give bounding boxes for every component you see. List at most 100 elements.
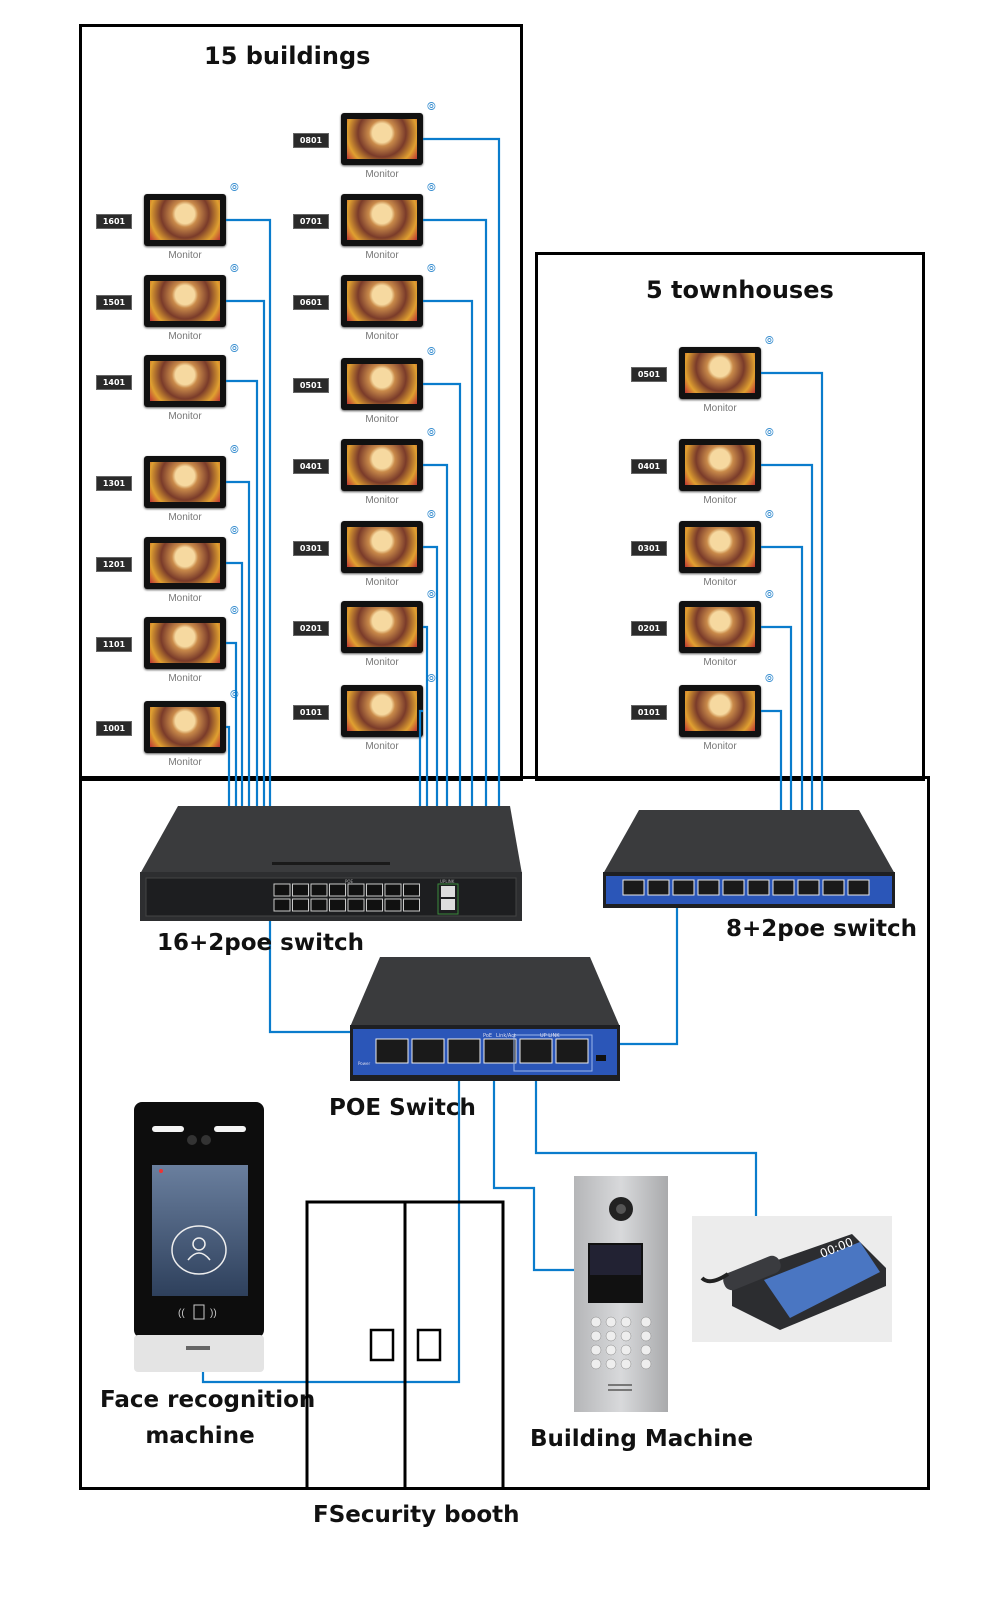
unit-number-badge: 0801: [293, 133, 329, 148]
townhouses-title: 5 townhouses: [646, 276, 834, 304]
uplink-marking: UPLINK: [440, 879, 455, 884]
cable-switch16-poe: [268, 920, 352, 1034]
monitor-caption: Monitor: [168, 331, 202, 342]
cable-0101: [418, 709, 423, 806]
monitor-screen: [150, 462, 220, 502]
poe-marking: POE: [345, 879, 354, 884]
unit-number-badge: 0201: [631, 621, 667, 636]
wifi-icon: ⦾: [427, 589, 436, 601]
cable-town-0501: [761, 371, 824, 812]
ethernet-port: [329, 898, 346, 912]
keypad-button: [605, 1358, 617, 1370]
cable-1101: [226, 641, 238, 806]
monitor-caption: Monitor: [168, 757, 202, 768]
unit-number-badge: 1201: [96, 557, 132, 572]
monitor-screen: [150, 707, 220, 747]
monitor-caption: Monitor: [168, 593, 202, 604]
door-handle-right: [416, 1328, 442, 1362]
townhouses-frame: [535, 252, 925, 781]
wifi-icon: ⦾: [765, 589, 774, 601]
monitor-caption: Monitor: [168, 411, 202, 422]
monitor-caption: Monitor: [365, 657, 399, 668]
monitor-screen: [685, 445, 755, 485]
indoor-monitor: [679, 439, 761, 491]
indoor-monitor: [341, 601, 423, 653]
unit-number-badge: 0701: [293, 214, 329, 229]
switch-16-port: POE UPLINK: [140, 806, 522, 921]
ethernet-port: [722, 879, 745, 896]
unit-number-badge: 1301: [96, 476, 132, 491]
ethernet-port: [384, 883, 402, 897]
wifi-icon: ⦾: [230, 689, 239, 701]
monitor-screen: [685, 527, 755, 567]
security-booth-label: FSecurity booth: [313, 1502, 520, 1528]
building-machine-label: Building Machine: [530, 1426, 754, 1452]
monitor-caption: Monitor: [365, 250, 399, 261]
indoor-monitor: [144, 355, 226, 407]
ethernet-port: [347, 883, 365, 897]
wifi-icon: ⦾: [427, 263, 436, 275]
monitor-screen: [347, 445, 417, 485]
monitor-screen: [150, 361, 220, 401]
svg-text:((: ((: [178, 1308, 185, 1319]
management-desk-station: 00:00: [692, 1216, 892, 1342]
keypad-button: [620, 1330, 632, 1342]
monitor-unit: 1601⦾Monitor: [96, 182, 239, 274]
wifi-icon: ⦾: [765, 335, 774, 347]
svg-text:UP LINK: UP LINK: [540, 1033, 560, 1039]
face-recognition-label-line2: machine: [145, 1423, 255, 1449]
monitor-unit: 1301⦾Monitor: [96, 444, 239, 536]
monitor-caption: Monitor: [168, 250, 202, 261]
ethernet-port: [403, 898, 420, 912]
monitor-unit: 0201⦾Monitor: [293, 589, 436, 681]
svg-text:)): )): [210, 1308, 217, 1319]
indoor-monitor: [341, 439, 423, 491]
monitor-caption: Monitor: [365, 169, 399, 180]
ethernet-port: [375, 1038, 409, 1064]
monitor-screen: [347, 281, 417, 321]
cable-1501: [226, 299, 266, 806]
monitor-caption: Monitor: [365, 741, 399, 752]
monitor-unit: 0301⦾Monitor: [631, 509, 774, 601]
monitor-unit: 0501⦾Monitor: [631, 335, 774, 427]
wifi-icon: ⦾: [427, 427, 436, 439]
ethernet-port: [672, 879, 695, 896]
keypad-button: [590, 1330, 602, 1342]
cable-desk-station: [534, 1064, 758, 1246]
keypad-button: [640, 1344, 652, 1356]
monitor-screen: [150, 623, 220, 663]
monitor-caption: Monitor: [703, 741, 737, 752]
keypad-button: [620, 1358, 632, 1370]
monitor-unit: 1201 ⦾ Monitor: [96, 525, 239, 617]
indoor-monitor: [341, 685, 423, 737]
poe-switch-label: POE Switch: [329, 1095, 476, 1121]
switch-8-label: 8+2poe switch: [726, 916, 917, 942]
unit-number-badge: 1401: [96, 375, 132, 390]
keypad-button: [590, 1316, 602, 1328]
keypad-button: [590, 1344, 602, 1356]
ethernet-port: [772, 879, 795, 896]
cable-1301: [226, 480, 251, 806]
face-recognition-label-line1: Face recognition: [100, 1387, 316, 1413]
monitor-unit: 0401⦾Monitor: [631, 427, 774, 519]
cable-town-0301: [761, 545, 804, 812]
door-handle-left: [369, 1328, 395, 1362]
wifi-icon: ⦾: [427, 101, 436, 113]
building-machine: [574, 1176, 668, 1412]
unit-number-badge: 1501: [96, 295, 132, 310]
unit-number-badge: 1601: [96, 214, 132, 229]
indoor-monitor: [144, 537, 226, 589]
wifi-icon: ⦾: [230, 605, 239, 617]
ethernet-port: [366, 898, 383, 912]
ethernet-port: [555, 1038, 589, 1064]
cable-0401: [423, 463, 449, 806]
poe-switch: PoE Link/Act UP LINK Power: [350, 957, 620, 1081]
monitor-caption: Monitor: [703, 577, 737, 588]
svg-text:Link/Act: Link/Act: [496, 1033, 516, 1039]
ethernet-port: [697, 879, 720, 896]
monitor-caption: Monitor: [365, 495, 399, 506]
cable-0601: [423, 299, 474, 806]
security-booth: [305, 1200, 505, 1494]
monitor-screen: [347, 119, 417, 159]
monitor-caption: Monitor: [168, 512, 202, 523]
